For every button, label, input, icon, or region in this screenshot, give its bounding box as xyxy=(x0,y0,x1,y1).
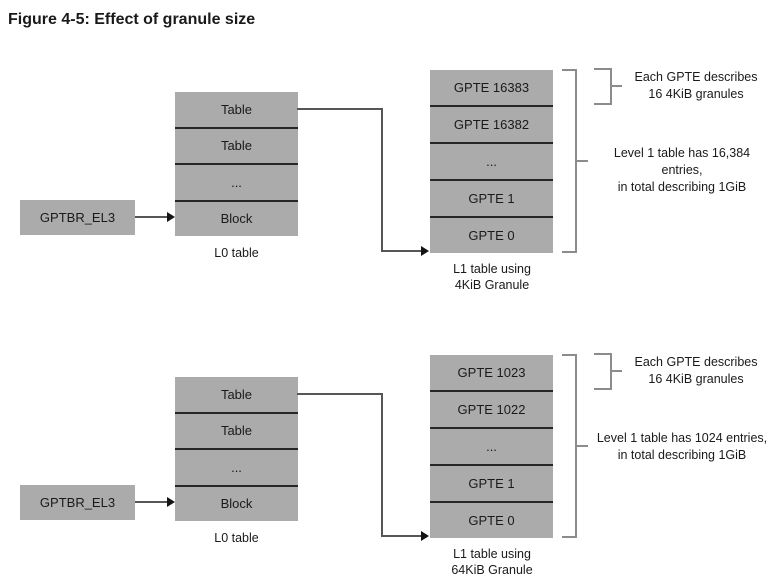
annotation-gpte-describes: Each GPTE describes 16 4KiB granules xyxy=(620,69,772,103)
gpte-span-bracket-tick xyxy=(612,370,622,372)
l1-row-ellipsis: ... xyxy=(430,429,553,466)
annotation-line: 16 4KiB granules xyxy=(648,87,744,101)
l0-to-l1-line-segment xyxy=(381,250,422,252)
arrowhead-icon xyxy=(167,497,175,507)
l0-table: Table Table ... Block xyxy=(175,92,298,236)
annotation-line: Level 1 table has 1024 entries, xyxy=(596,431,768,445)
l0-table-caption: L0 table xyxy=(214,246,259,260)
table-span-bracket xyxy=(562,69,577,253)
l0-row: Table xyxy=(175,129,298,165)
annotation-line: Each GPTE describes xyxy=(634,355,758,369)
figure-title: Figure 4-5: Effect of granule size xyxy=(8,11,256,28)
l0-row: Block xyxy=(220,211,253,227)
gptbr-to-l0-line xyxy=(135,216,169,218)
l0-row: Table xyxy=(175,377,298,414)
gptbr-el3-box: GPTBR_EL3 xyxy=(20,200,135,235)
table-span-bracket-tick xyxy=(577,160,588,162)
arrowhead-icon xyxy=(167,212,175,222)
gpte-span-bracket xyxy=(594,68,612,105)
annotation-line: Each GPTE describes xyxy=(634,70,758,84)
gptbr-to-l0-line xyxy=(135,501,169,503)
l1-caption-line1: L1 table using xyxy=(453,262,531,276)
l1-row: GPTE 0 xyxy=(468,513,515,528)
annotation-table-entries: Level 1 table has 1024 entries, in total… xyxy=(592,430,772,464)
gpte-span-bracket xyxy=(594,353,612,390)
l1-row: GPTE 1 xyxy=(430,181,553,218)
arrowhead-icon xyxy=(421,246,429,256)
annotation-line: Level 1 table has 16,384 entries, xyxy=(613,146,751,177)
l1-table: GPTE 16383 GPTE 16382 ... GPTE 1 GPTE 0 xyxy=(430,70,553,253)
annotation-line: in total describing 1GiB xyxy=(617,448,747,462)
l0-to-l1-line-segment xyxy=(297,393,382,395)
l0-to-l1-line-segment xyxy=(297,108,382,110)
l0-to-l1-line-segment xyxy=(381,535,422,537)
l1-row: GPTE 0 xyxy=(468,228,515,243)
l0-row: Block xyxy=(220,496,253,512)
annotation-gpte-describes: Each GPTE describes 16 4KiB granules xyxy=(620,354,772,388)
l0-row-ellipsis: ... xyxy=(175,450,298,487)
l1-row: GPTE 16383 xyxy=(430,70,553,107)
l0-to-l1-line-segment xyxy=(381,393,383,537)
l1-table-caption: L1 table using 64KiB Granule xyxy=(412,546,572,578)
annotation-table-entries: Level 1 table has 16,384 entries, in tot… xyxy=(592,145,772,196)
diagram-64kib-granule: GPTBR_EL3 Table Table ... Block L0 table… xyxy=(0,345,772,586)
l1-row: GPTE 1023 xyxy=(430,355,553,392)
table-span-bracket xyxy=(562,354,577,538)
l0-row: Table xyxy=(175,92,298,129)
annotation-line: 16 4KiB granules xyxy=(648,372,744,386)
l1-caption-line1: L1 table using xyxy=(453,547,531,561)
l1-row-ellipsis: ... xyxy=(430,144,553,181)
annotation-line: in total describing 1GiB xyxy=(617,180,747,194)
l1-row: GPTE 1022 xyxy=(430,392,553,429)
l1-table-caption: L1 table using 4KiB Granule xyxy=(412,261,572,293)
gptbr-el3-box: GPTBR_EL3 xyxy=(20,485,135,520)
table-span-bracket-tick xyxy=(577,445,588,447)
l0-row: Table xyxy=(175,414,298,450)
l1-row: GPTE 16382 xyxy=(430,107,553,144)
l1-row: GPTE 1 xyxy=(430,466,553,503)
l0-table-caption: L0 table xyxy=(214,531,259,545)
diagram-4kib-granule: GPTBR_EL3 Table Table ... Block L0 table… xyxy=(0,60,772,301)
l0-table: Table Table ... Block xyxy=(175,377,298,521)
gpte-span-bracket-tick xyxy=(612,85,622,87)
l0-row-ellipsis: ... xyxy=(175,165,298,202)
l1-caption-line2: 4KiB Granule xyxy=(454,278,530,292)
l1-table: GPTE 1023 GPTE 1022 ... GPTE 1 GPTE 0 xyxy=(430,355,553,538)
l0-to-l1-line-segment xyxy=(381,108,383,252)
arrowhead-icon xyxy=(421,531,429,541)
l1-caption-line2: 64KiB Granule xyxy=(451,563,533,577)
